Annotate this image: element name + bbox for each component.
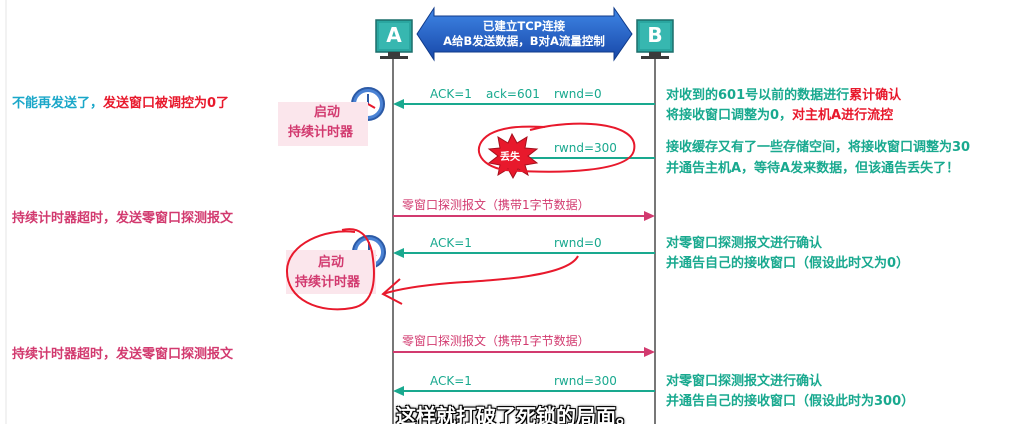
timer1-label-name: 持续计时器 bbox=[288, 125, 354, 140]
m3-probe-label: 零窗口探测报文（携带1字节数据） bbox=[402, 198, 590, 212]
note-send-blocked: 不能再发送了，发送窗口被调控为0了 bbox=[12, 95, 229, 112]
m4-rwnd: rwnd=0 bbox=[554, 236, 602, 250]
note-cumulative-ack-a: 对收到的601号以前的数据进行 bbox=[666, 88, 850, 103]
note-window-advert-1: 并通告自己的接收窗口（假设此时又为0） bbox=[666, 256, 910, 271]
note-window-zero-a: 将接收窗口调整为0， bbox=[666, 108, 793, 123]
lost-burst-icon bbox=[487, 132, 539, 180]
m5-probe-label: 零窗口探测报文（携带1字节数据） bbox=[402, 334, 590, 348]
m4-ack-flag: ACK=1 bbox=[430, 236, 472, 250]
note-notify-lost: 并通告主机A，等待A发来数据，但该通告丢失了！ bbox=[666, 161, 960, 176]
host-a-icon bbox=[375, 19, 413, 59]
arrow-m1 bbox=[393, 99, 655, 109]
video-subtitle: 这样就打破了死锁的局面。 bbox=[396, 404, 636, 424]
timer2-label-start: 启动 bbox=[318, 255, 345, 270]
m6-ack-flag: ACK=1 bbox=[430, 374, 472, 388]
red-annotation-arrow bbox=[382, 255, 579, 295]
red-annotation-ellipse bbox=[478, 122, 636, 173]
arrow-m3 bbox=[393, 211, 655, 221]
banner-line1: 已建立TCP连接 bbox=[482, 19, 566, 33]
note-timer-timeout-1: 持续计时器超时，发送零窗口探测报文 bbox=[12, 211, 234, 226]
m6-rwnd: rwnd=300 bbox=[554, 374, 617, 388]
connection-banner-arrow bbox=[416, 6, 633, 62]
note-probe-ack-2: 对零窗口探测报文进行确认 bbox=[666, 374, 823, 389]
red-annotation-loop bbox=[285, 228, 375, 311]
connection-banner: 已建立TCP连接 A给B发送数据，B对A流量控制 bbox=[420, 19, 628, 49]
note-probe-ack-1: 对零窗口探测报文进行确认 bbox=[666, 236, 823, 251]
lost-burst-label: 丢失 bbox=[500, 152, 520, 163]
arrow-m6 bbox=[393, 386, 655, 396]
timer-label-bg bbox=[278, 102, 368, 146]
m1-rwnd: rwnd=0 bbox=[554, 87, 602, 101]
host-b-icon bbox=[636, 19, 674, 59]
host-a-label: A bbox=[386, 23, 402, 47]
note-send-blocked-a: 不能再发送了， bbox=[12, 96, 104, 111]
note-window-zero: 将接收窗口调整为0，对主机A进行流控 bbox=[666, 107, 893, 124]
note-buffer-freed: 接收缓存又有了一些存储空间，将接收窗口调整为30 bbox=[666, 140, 971, 155]
arrow-m4 bbox=[393, 248, 655, 258]
m1-ack-number: ack=601 bbox=[486, 87, 540, 101]
timer-label-bg bbox=[286, 250, 376, 294]
arrow-m5 bbox=[393, 347, 655, 357]
banner-line2: A给B发送数据，B对A流量控制 bbox=[443, 34, 605, 48]
note-cumulative-ack-b: 累计确认 bbox=[849, 88, 902, 103]
note-timer-timeout-2: 持续计时器超时，发送零窗口探测报文 bbox=[12, 347, 234, 362]
m1-ack-flag: ACK=1 bbox=[430, 87, 472, 101]
note-window-zero-b: 对主机A进行流控 bbox=[792, 108, 894, 123]
red-annotation-arrowhead bbox=[381, 278, 403, 305]
note-window-advert-2: 并通告自己的接收窗口（假设此时为300） bbox=[666, 394, 915, 409]
timer1-label-start: 启动 bbox=[314, 105, 341, 120]
note-send-blocked-b: 发送窗口被调控为0了 bbox=[103, 96, 230, 111]
timer2-label-name: 持续计时器 bbox=[295, 275, 361, 290]
m2-rwnd: rwnd=300 bbox=[554, 141, 617, 155]
note-cumulative-ack: 对收到的601号以前的数据进行累计确认 bbox=[666, 87, 901, 104]
host-b-label: B bbox=[647, 23, 663, 47]
